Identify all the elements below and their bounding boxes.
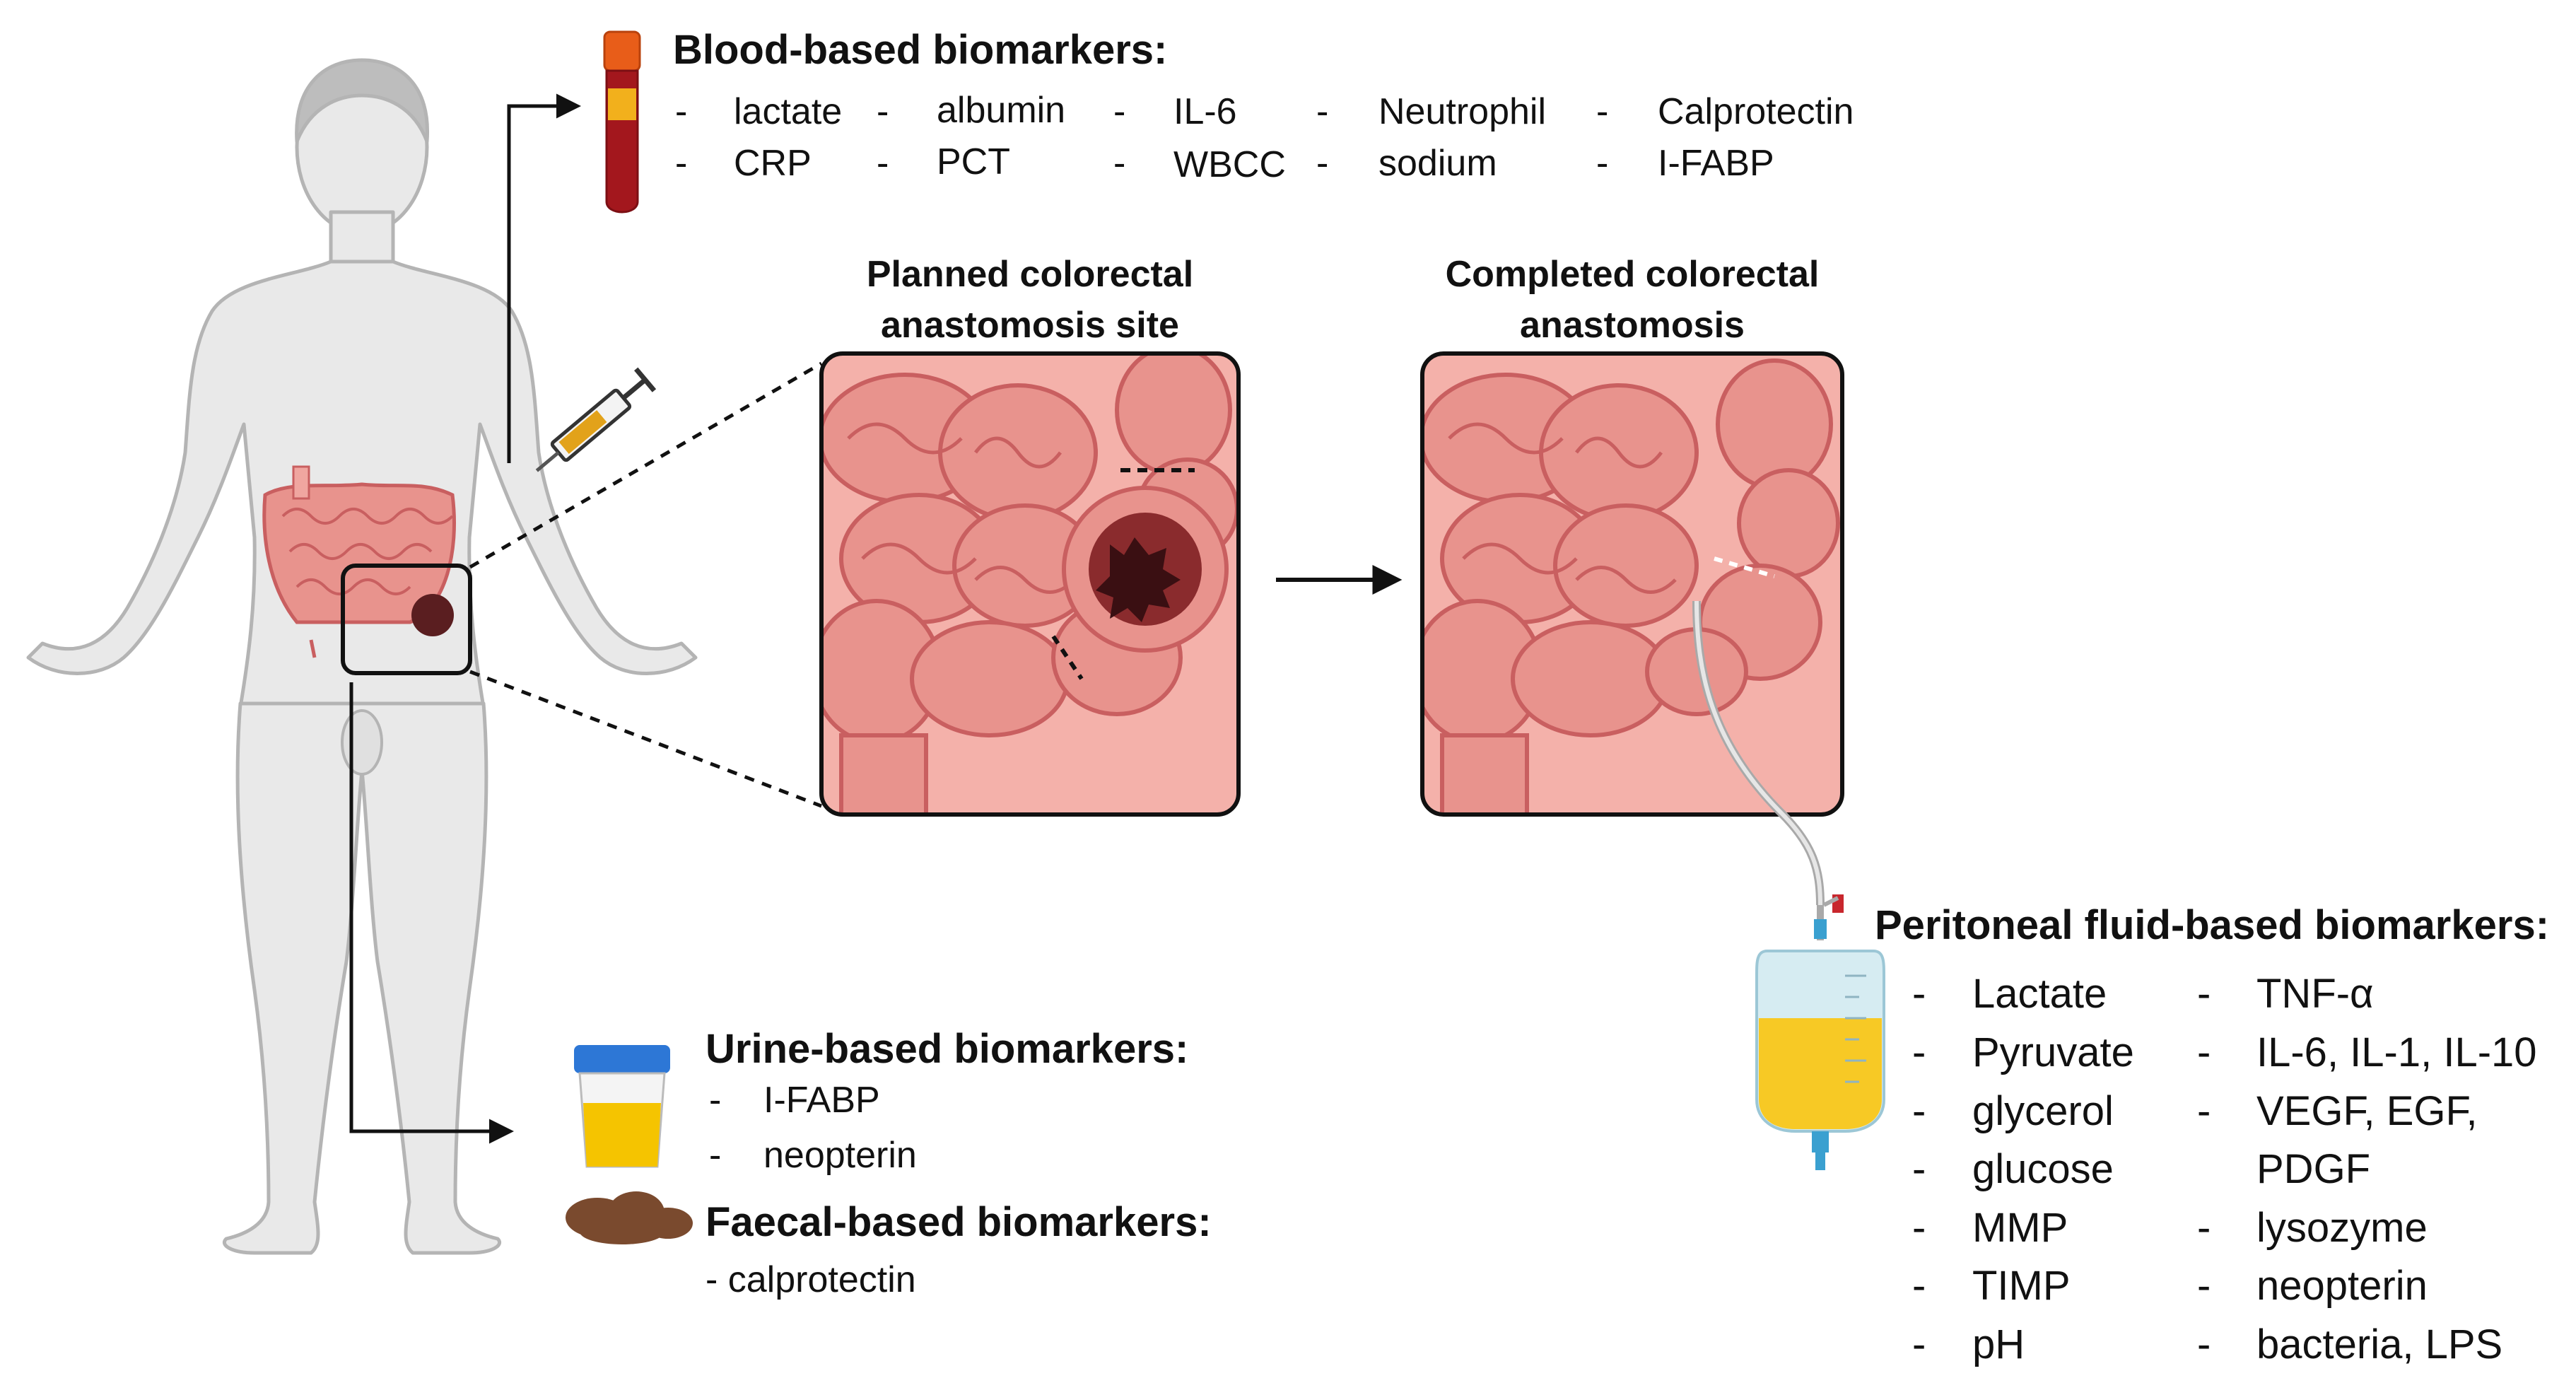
- hair: [295, 58, 430, 144]
- bullet-dash: -: [2197, 1029, 2211, 1075]
- urine-title: Urine-based biomarkers:: [706, 1026, 1189, 1072]
- arrow-to-blood: [507, 93, 581, 463]
- peritoneal-item: pH: [1972, 1321, 2025, 1367]
- peritoneal-item: Lactate: [1972, 971, 2107, 1017]
- bullet-dash: -: [1912, 1205, 1926, 1251]
- faecal-title: Faecal-based biomarkers:: [706, 1199, 1212, 1245]
- bullet-dash: -: [1316, 91, 1329, 132]
- planned-caption: Planned colorectal anastomosis site: [783, 249, 1277, 351]
- bullet-dash: -: [2197, 1088, 2211, 1134]
- zoom-line-bottom: [469, 670, 822, 808]
- bullet-dash: -: [1912, 971, 1926, 1017]
- zoom-line-top: [469, 361, 823, 569]
- bullet-dash: -: [1113, 143, 1126, 184]
- peritoneal-item: TIMP: [1972, 1263, 2071, 1309]
- peritoneal-item: bacteria, LPS: [2256, 1321, 2503, 1367]
- bullet-dash: -: [709, 1080, 722, 1121]
- legs: [223, 701, 501, 1255]
- syringe-icon: [535, 367, 657, 472]
- bullet-dash: -: [675, 143, 688, 184]
- bullet-dash: -: [877, 91, 889, 132]
- drainage-bag-icon: [1755, 894, 1885, 1170]
- bullet-dash: -: [1596, 91, 1609, 132]
- blood-item-wbcc: WBCC: [1173, 144, 1286, 185]
- zoom-box: [341, 564, 472, 675]
- peritoneal-item: TNF-α: [2256, 971, 2374, 1017]
- bullet-dash: -: [1912, 1321, 1926, 1367]
- completed-caption-line2: anastomosis: [1520, 305, 1745, 346]
- groin: [341, 709, 383, 776]
- urine-item-neopterin: neopterin: [763, 1135, 917, 1176]
- bullet-dash: -: [1912, 1088, 1926, 1134]
- bullet-dash: -: [1596, 143, 1609, 184]
- blood-tube-icon: [603, 30, 641, 214]
- blood-title: Blood-based biomarkers:: [673, 27, 1168, 73]
- bullet-dash: -: [675, 91, 688, 132]
- peritoneal-title: Peritoneal fluid-based biomarkers:: [1875, 902, 2550, 948]
- bullet-dash: -: [2197, 1321, 2211, 1367]
- urine-cup-icon: [574, 1045, 670, 1168]
- bullet-dash: -: [2197, 971, 2211, 1017]
- faecal-item-calprotectin: - calprotectin: [706, 1259, 916, 1300]
- planned-site-frame: [819, 351, 1241, 817]
- blood-item-calprotectin: Calprotectin: [1658, 91, 1854, 132]
- blood-item-crp: CRP: [734, 143, 812, 184]
- completed-caption-line1: Completed colorectal: [1445, 254, 1820, 295]
- completed-caption: Completed colorectal anastomosis: [1385, 249, 1880, 351]
- planned-caption-line1: Planned colorectal: [866, 254, 1194, 295]
- peritoneal-item: MMP: [1972, 1205, 2068, 1251]
- intestine-small-icon: [262, 465, 456, 658]
- bullet-dash: -: [1113, 91, 1126, 132]
- planned-site-illustration: [821, 354, 1239, 815]
- completed-anastomosis-illustration: [1422, 354, 1842, 815]
- bullet-dash: -: [1912, 1146, 1926, 1192]
- blood-item-ifabp: I-FABP: [1658, 143, 1774, 184]
- bullet-dash: -: [1912, 1029, 1926, 1075]
- bullet-dash: -: [1316, 143, 1329, 184]
- arrow-to-urine: [349, 682, 514, 1144]
- bullet-dash: -: [877, 143, 889, 184]
- blood-item-il6: IL-6: [1173, 91, 1237, 132]
- bullet-dash: -: [2197, 1205, 2211, 1251]
- blood-item-lactate: lactate: [734, 91, 843, 132]
- blood-item-neutrophil: Neutrophil: [1378, 91, 1547, 132]
- peritoneal-item: IL-6, IL-1, IL-10: [2256, 1029, 2537, 1075]
- bullet-dash: -: [2197, 1263, 2211, 1309]
- human-figure: [26, 58, 698, 1255]
- urine-item-ifabp: I-FABP: [763, 1080, 880, 1121]
- feces-icon: [566, 1191, 693, 1244]
- peritoneal-item: lysozyme: [2256, 1205, 2428, 1251]
- bullet-dash: -: [1912, 1263, 1926, 1309]
- peritoneal-item: PDGF: [2256, 1146, 2371, 1192]
- blood-item-albumin: albumin: [937, 90, 1066, 131]
- blood-item-sodium: sodium: [1378, 143, 1497, 184]
- peritoneal-item: glycerol: [1972, 1088, 2114, 1134]
- peritoneal-item: glucose: [1972, 1146, 2114, 1192]
- blood-item-pct: PCT: [937, 141, 1010, 182]
- peritoneal-item: Pyruvate: [1972, 1029, 2134, 1075]
- peritoneal-item: VEGF, EGF,: [2256, 1088, 2478, 1134]
- bullet-dash: -: [709, 1135, 722, 1176]
- planned-caption-line2: anastomosis site: [881, 305, 1179, 346]
- completed-anastomosis-frame: [1420, 351, 1844, 817]
- peritoneal-item: neopterin: [2256, 1263, 2428, 1309]
